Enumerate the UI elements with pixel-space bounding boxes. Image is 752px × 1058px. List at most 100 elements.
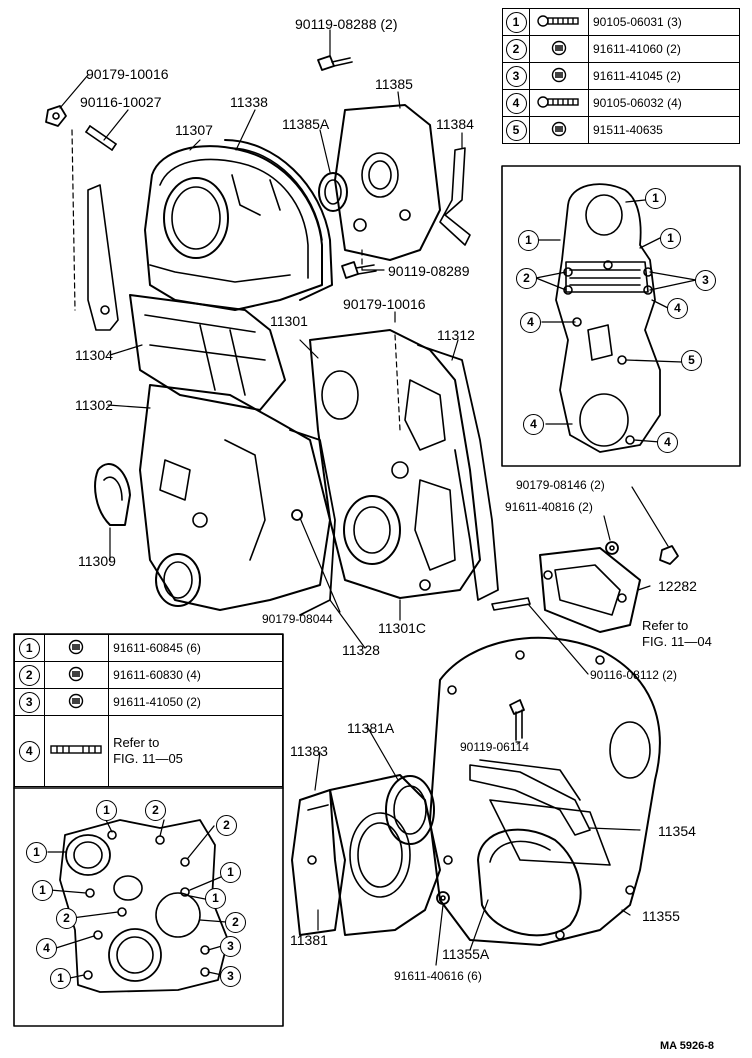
label-11304: 11304 <box>75 347 113 363</box>
oil-seal-11381A <box>385 775 435 845</box>
part-number: 91511-40635 <box>588 116 740 144</box>
bracket-11354 <box>469 764 591 836</box>
label-90179-08146: 90179-08146 (2) <box>516 478 605 492</box>
label-11338: 11338 <box>230 94 268 110</box>
callout-badge: 3 <box>220 966 241 987</box>
label-11302: 11302 <box>75 397 113 413</box>
upper-timing-cover-11307 <box>144 145 323 311</box>
upper_key-row-2: 2 91611-41060 (2) <box>502 35 740 63</box>
upper_key-row-3: 3 91611-41045 (2) <box>502 62 740 90</box>
upper_key-row-5: 5 91511-40635 <box>502 116 740 144</box>
label-90179-10016-mid: 90179-10016 <box>343 296 426 312</box>
callout-badge: 1 <box>220 862 241 883</box>
flange-bolt-icon <box>551 67 567 82</box>
callout-badge: 4 <box>667 298 688 319</box>
label-11385: 11385 <box>375 76 413 92</box>
callout-badge: 2 <box>56 908 77 929</box>
lower_key-row-2: 2 91611-60830 (4) <box>14 661 283 689</box>
callout-badge: 2 <box>516 268 537 289</box>
lower-refer-line1: Refer to <box>113 735 160 750</box>
guide-11309 <box>94 463 131 526</box>
oil-seal-retainer-11381 <box>329 774 441 936</box>
part-number: 91611-41060 (2) <box>588 35 740 63</box>
strap-bracket <box>87 184 119 331</box>
lower-refer-line2: FIG. 11—05 <box>113 751 183 766</box>
flange-bolt-icon <box>69 666 84 681</box>
washer-91611-40616 <box>436 891 450 905</box>
part-number: 90105-06031 (3) <box>588 8 740 36</box>
bolt-90119-08288 <box>317 55 353 71</box>
label-11383: 11383 <box>290 743 328 759</box>
part-number: 91611-60845 (6) <box>108 634 283 662</box>
callout-badge: 1 <box>26 842 47 863</box>
callout-number: 4 <box>505 92 527 114</box>
label-90179-08044: 90179-08044 <box>262 612 333 626</box>
label-90119-08288: 90119-08288 (2) <box>295 16 398 32</box>
callout-number: 1 <box>18 637 40 659</box>
end-plate-11355 <box>429 636 661 946</box>
callout-number: 3 <box>505 65 527 87</box>
stud-90116-08112 <box>491 597 531 611</box>
part-number: 90105-06032 (4) <box>588 89 740 117</box>
nut-90179-10016 <box>45 105 67 127</box>
callout-badge: 2 <box>225 912 246 933</box>
label-11301: 11301 <box>270 313 308 329</box>
callout-badge: 1 <box>645 188 666 209</box>
gasket-11328 <box>289 429 336 616</box>
label-11301C: 11301C <box>378 620 427 636</box>
long-bolt-icon <box>537 95 579 108</box>
refer-12282-line2: FIG. 11—04 <box>642 634 712 649</box>
upper_key-row-1: 1 90105-06031 (3) <box>502 8 740 36</box>
nut-90179-08146 <box>659 545 679 565</box>
callout-number: 2 <box>18 664 40 686</box>
label-90116-08112: 90116-08112 (2) <box>590 668 677 682</box>
label-91611-40816: 91611-40816 (2) <box>505 500 593 514</box>
callout-badge: 4 <box>36 938 57 959</box>
callout-number: 3 <box>18 691 40 713</box>
flange-bolt-icon <box>69 693 84 708</box>
upper-inset-leaders <box>535 199 697 443</box>
part-number: 91611-41045 (2) <box>588 62 740 90</box>
refer-12282-line1: Refer to <box>642 618 689 633</box>
flange-bolt-icon <box>551 121 567 136</box>
bolt-90119-06114 <box>509 699 525 741</box>
label-11384: 11384 <box>436 116 474 132</box>
label-12282: 12282 <box>658 578 697 594</box>
label-90119-08289: 90119-08289 <box>388 263 470 279</box>
part-number: 91611-60830 (4) <box>108 661 283 689</box>
bolt-90119-08289 <box>341 261 377 279</box>
gasket-11312 <box>417 344 499 601</box>
callout-badge: 2 <box>216 815 237 836</box>
cover-plate-11385 <box>334 104 441 261</box>
cover-11355A <box>477 828 582 937</box>
stud-bolt-icon <box>50 744 102 754</box>
upper-fastener-key: 1 90105-06031 (3) 2 91611-41060 (2) 3 91611-4… <box>502 8 740 144</box>
callout-number: 2 <box>505 38 527 60</box>
callout-badge: 1 <box>205 888 226 909</box>
timing-gear-case-11301 <box>309 329 481 599</box>
upper_key-row-4: 4 90105-06032 (4) <box>502 89 740 117</box>
upper-inset-frame <box>501 165 741 467</box>
callout-badge: 1 <box>518 230 539 251</box>
middle-cover-11304 <box>129 294 286 411</box>
stud-90116-10027 <box>85 125 117 151</box>
lower-inset-cover <box>59 819 229 993</box>
callout-badge: 4 <box>657 432 678 453</box>
lower_key-row-1: 1 91611-60845 (6) <box>14 634 283 662</box>
label-11355A: 11355A <box>442 946 490 962</box>
callout-number: 1 <box>505 11 527 33</box>
label-11381A: 11381A <box>347 720 395 736</box>
drawing-code: MA 5926-8 <box>660 1040 715 1052</box>
callout-badge: 4 <box>520 312 541 333</box>
callout-badge: 1 <box>32 880 53 901</box>
label-11312: 11312 <box>437 327 475 343</box>
label-11385A: 11385A <box>282 116 330 132</box>
flange-bolt-icon <box>551 40 567 55</box>
callout-number: 5 <box>505 119 527 141</box>
gasket-11338 <box>224 139 333 301</box>
callout-badge: 5 <box>681 350 702 371</box>
